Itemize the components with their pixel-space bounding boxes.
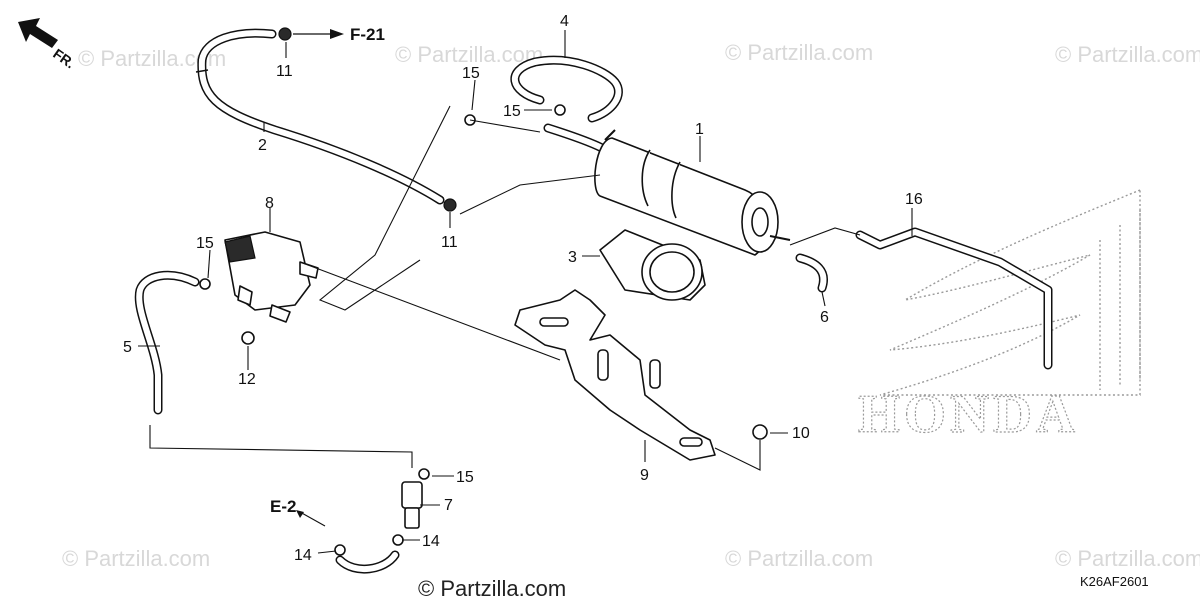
watermark-group: © Partzilla.com © Partzilla.com © Partzi… — [62, 40, 1200, 571]
clamp-14 — [334, 544, 346, 556]
solenoid-valve-8 — [224, 231, 319, 323]
watermark: © Partzilla.com — [1055, 42, 1200, 67]
watermark: © Partzilla.com — [1055, 546, 1200, 571]
clamp-14 — [392, 534, 404, 546]
callout-10: 10 — [792, 425, 810, 442]
bolt-10 — [752, 424, 768, 440]
watermark-main: © Partzilla.com — [418, 576, 566, 600]
ref-label-e2: E-2 — [270, 497, 296, 516]
holder-3 — [599, 229, 706, 301]
front-direction-arrow-icon — [18, 18, 58, 48]
clamp-15 — [418, 468, 430, 480]
watermark: © Partzilla.com — [395, 42, 543, 67]
callout-15-top: 15 — [462, 65, 480, 82]
callout-7: 7 — [444, 497, 453, 514]
honda-wing-logo — [879, 188, 1141, 396]
callout-5: 5 — [123, 339, 132, 356]
clamp-15 — [199, 278, 211, 290]
callout-9: 9 — [640, 467, 649, 484]
clamp-15 — [554, 104, 566, 116]
callout-12: 12 — [238, 371, 256, 388]
leader-lines — [138, 30, 913, 554]
clip-11-mid — [443, 198, 457, 212]
callout-6: 6 — [820, 309, 829, 326]
callout-8: 8 — [265, 195, 274, 212]
callout-15-valve: 15 — [196, 235, 214, 252]
callout-16: 16 — [905, 191, 923, 208]
diagram-code: K26AF2601 — [1080, 574, 1149, 589]
callout-1: 1 — [695, 121, 704, 138]
callout-14-right: 14 — [422, 533, 440, 550]
callout-15-bottom: 15 — [456, 469, 474, 486]
bolt-12 — [241, 331, 255, 345]
tube-6 — [795, 253, 828, 293]
watermark: © Partzilla.com — [725, 546, 873, 571]
watermark: © Partzilla.com — [62, 546, 210, 571]
tube-lower — [335, 550, 400, 574]
bracket-9 — [514, 289, 716, 461]
callout-11-mid: 11 — [441, 234, 458, 251]
direction-label: FR. — [50, 45, 78, 71]
clip-11-top — [278, 27, 344, 41]
callout-3: 3 — [568, 249, 577, 266]
tube-2 — [195, 28, 445, 205]
callout-15-hose: 15 — [503, 103, 521, 120]
tube-4 — [510, 55, 623, 153]
callout-4: 4 — [560, 13, 569, 30]
callout-11-top: 11 — [276, 63, 293, 80]
honda-wordmark: HONDA — [858, 384, 1079, 444]
canister-1 — [594, 129, 791, 256]
watermark: © Partzilla.com — [725, 40, 873, 65]
callout-14-left: 14 — [294, 547, 312, 564]
joint-7 — [401, 481, 423, 529]
callout-2: 2 — [258, 137, 267, 154]
ref-label-f21: F-21 — [350, 25, 385, 44]
tube-16 — [855, 227, 1053, 370]
tube-5 — [134, 270, 200, 415]
